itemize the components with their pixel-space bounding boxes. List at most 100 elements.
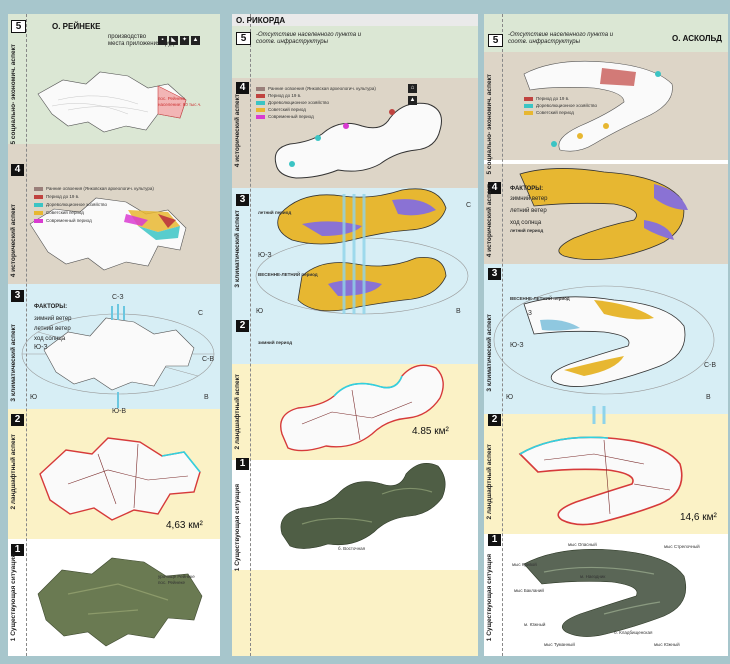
compass-n: С <box>466 202 472 209</box>
compass-sw: Ю-З <box>510 342 524 349</box>
map-label-uroch: урочище Рейнеке <box>158 574 195 579</box>
factor-winter-wind: зимний ветер <box>34 316 72 322</box>
section-4-label: 4 исторический аспект <box>486 184 493 258</box>
factor-sun-path: ход солнца <box>34 336 66 342</box>
section-3-label: 3 климатический аспект <box>486 314 493 392</box>
band-title <box>484 14 728 52</box>
title-bar <box>232 14 478 26</box>
map-label-0: мыс Опасный <box>568 542 597 547</box>
summer-period-label: летний период <box>510 228 544 233</box>
band-socio <box>232 26 478 78</box>
legend-soviet: Советский период <box>34 210 84 215</box>
map-label-pos: пос. Рейнеке <box>158 580 186 585</box>
island-title: О. РИКОРДА <box>236 16 286 25</box>
section-5-caption: -Отсутствие населенного пункта и соотв. … <box>256 32 362 45</box>
summer-period-label: летний период <box>258 210 292 215</box>
section-3-number: 3 <box>488 268 501 280</box>
legend-early: Ранние освоения (Янковская археологич. к… <box>256 86 376 91</box>
section-3-label: 3 климатический аспект <box>234 210 241 288</box>
map-label-7: б. Кладбищенская <box>614 630 653 635</box>
panel-rikorda: О. РИКОРДА 5 -Отсутствие населенного пун… <box>232 14 478 656</box>
section-3-marker: 3 <box>528 310 532 317</box>
legend-soviet: Советский период <box>524 110 574 115</box>
section-2-number: 2 <box>11 414 24 426</box>
legend-modern: Современный период <box>256 114 314 119</box>
section-3-number: 3 <box>11 290 24 302</box>
factor-summer-wind: летний ветер <box>510 208 547 214</box>
spring-summer-label: ВЕСЕННЕ-ЛЕТНИЙ период <box>510 296 570 301</box>
panel-reineke: 5 О. РЕЙНЕКЕ производство места приложен… <box>8 14 220 656</box>
section-1-label: 1 Существующая ситуация <box>234 484 241 572</box>
section-1-number: 1 <box>236 458 249 470</box>
compass-se: Ю-В <box>112 408 127 415</box>
compass-s: Ю <box>30 394 38 401</box>
area-value: 4.85 км² <box>412 426 449 437</box>
factors-heading: ФАКТОРЫ: <box>34 304 68 310</box>
spring-summer-label: ВЕСЕННЕ-ЛЕТНИЙ период <box>258 272 318 277</box>
map-label-3: м. Наездник <box>580 574 606 579</box>
band-bottom <box>232 570 478 656</box>
section-5-number: 5 <box>488 34 503 47</box>
map-label-2: мыс Кривой <box>512 562 537 567</box>
factor-winter-wind: зимний ветер <box>510 196 548 202</box>
house-icon: ⌂ <box>408 84 417 93</box>
panel-askold: 5 -Отсутствие населенного пункта и соотв… <box>484 14 728 656</box>
legend-prerev: Дореволюционное хозяйство <box>524 103 597 108</box>
map-label-8: мыс Южный <box>654 642 680 647</box>
map-label-1: мыс Стрелочный <box>664 544 700 549</box>
tent-icon: ▲ <box>408 96 417 105</box>
section-5-caption: -Отсутствие населенного пункта и соотв. … <box>508 32 614 45</box>
section-1-number: 1 <box>488 534 501 546</box>
section-3-label: 3 климатический аспект <box>10 324 17 402</box>
compass-ne: С-В <box>704 362 717 369</box>
compass-s: Ю <box>256 308 264 315</box>
compass-e: В <box>456 308 461 315</box>
legend-soviet: Советский период <box>256 107 306 112</box>
section-3-number: 3 <box>236 194 249 206</box>
island-title: О. РЕЙНЕКЕ <box>52 22 101 31</box>
factory-icon: ▪ <box>158 36 167 45</box>
section-4-number: 4 <box>488 182 501 194</box>
compass-s: Ю <box>506 394 514 401</box>
section-4-label: 4 исторический аспект <box>234 94 241 168</box>
settlement-note: пос. Рейнеке население: 80 тыс.ч. <box>158 96 202 107</box>
compass-e: В <box>706 394 711 401</box>
section-1-label: 1 Существующая ситуация <box>10 554 17 642</box>
rikorda-maps <box>255 102 469 549</box>
legend-prerev: Дореволюционное хозяйство <box>256 100 329 105</box>
band-climate <box>484 264 728 414</box>
fish-icon: ✦ <box>180 36 189 45</box>
section-5-number: 5 <box>236 32 251 45</box>
section-4-number: 4 <box>236 82 249 94</box>
compass-e: В <box>204 394 209 401</box>
section-4-label: 4 исторический аспект <box>10 204 17 278</box>
legend-pre19: Период до 19 в. <box>256 93 301 98</box>
area-value: 14,6 км² <box>680 512 717 523</box>
askold-maps <box>493 60 715 637</box>
island-title: О. АСКОЛЬД <box>672 34 722 43</box>
legend-modern: Современный период <box>34 218 92 223</box>
map-label-vostochnaya: б. Восточная <box>338 546 366 551</box>
compass-nw: С-З <box>112 294 124 301</box>
section-4-number: 4 <box>11 164 24 176</box>
legend-prerev: Дореволюционное хозяйство <box>34 202 107 207</box>
legend-pre19: Период до 19 в. <box>524 96 569 101</box>
section-2-number: 2 <box>488 414 501 426</box>
legend-pre19: Период до 19 в. <box>34 194 79 199</box>
reineke-maps <box>21 71 215 647</box>
section-1-label: 1 Существующая ситуация <box>486 554 493 642</box>
compass-n: С <box>198 310 204 317</box>
map-label-4: мыс Бакланий <box>514 588 544 593</box>
section-2-label: 2 ландшафтный аспект <box>486 444 493 520</box>
section-5-number: 5 <box>11 20 26 33</box>
legend-early: Ранние освоения (Янковская археологич. к… <box>34 186 154 191</box>
map-label-6: мыс Туманный <box>544 642 575 647</box>
factor-sun-path: ход солнца <box>510 220 542 226</box>
section-2-number: 2 <box>236 320 249 332</box>
aspect-strip <box>8 14 27 656</box>
compass-sw: Ю-З <box>34 344 48 351</box>
compass-ne: С-В <box>202 356 215 363</box>
section-2-label: 2 ландшафтный аспект <box>10 434 17 510</box>
factors-heading: ФАКТОРЫ: <box>510 186 544 192</box>
aspect-strip <box>232 14 251 656</box>
